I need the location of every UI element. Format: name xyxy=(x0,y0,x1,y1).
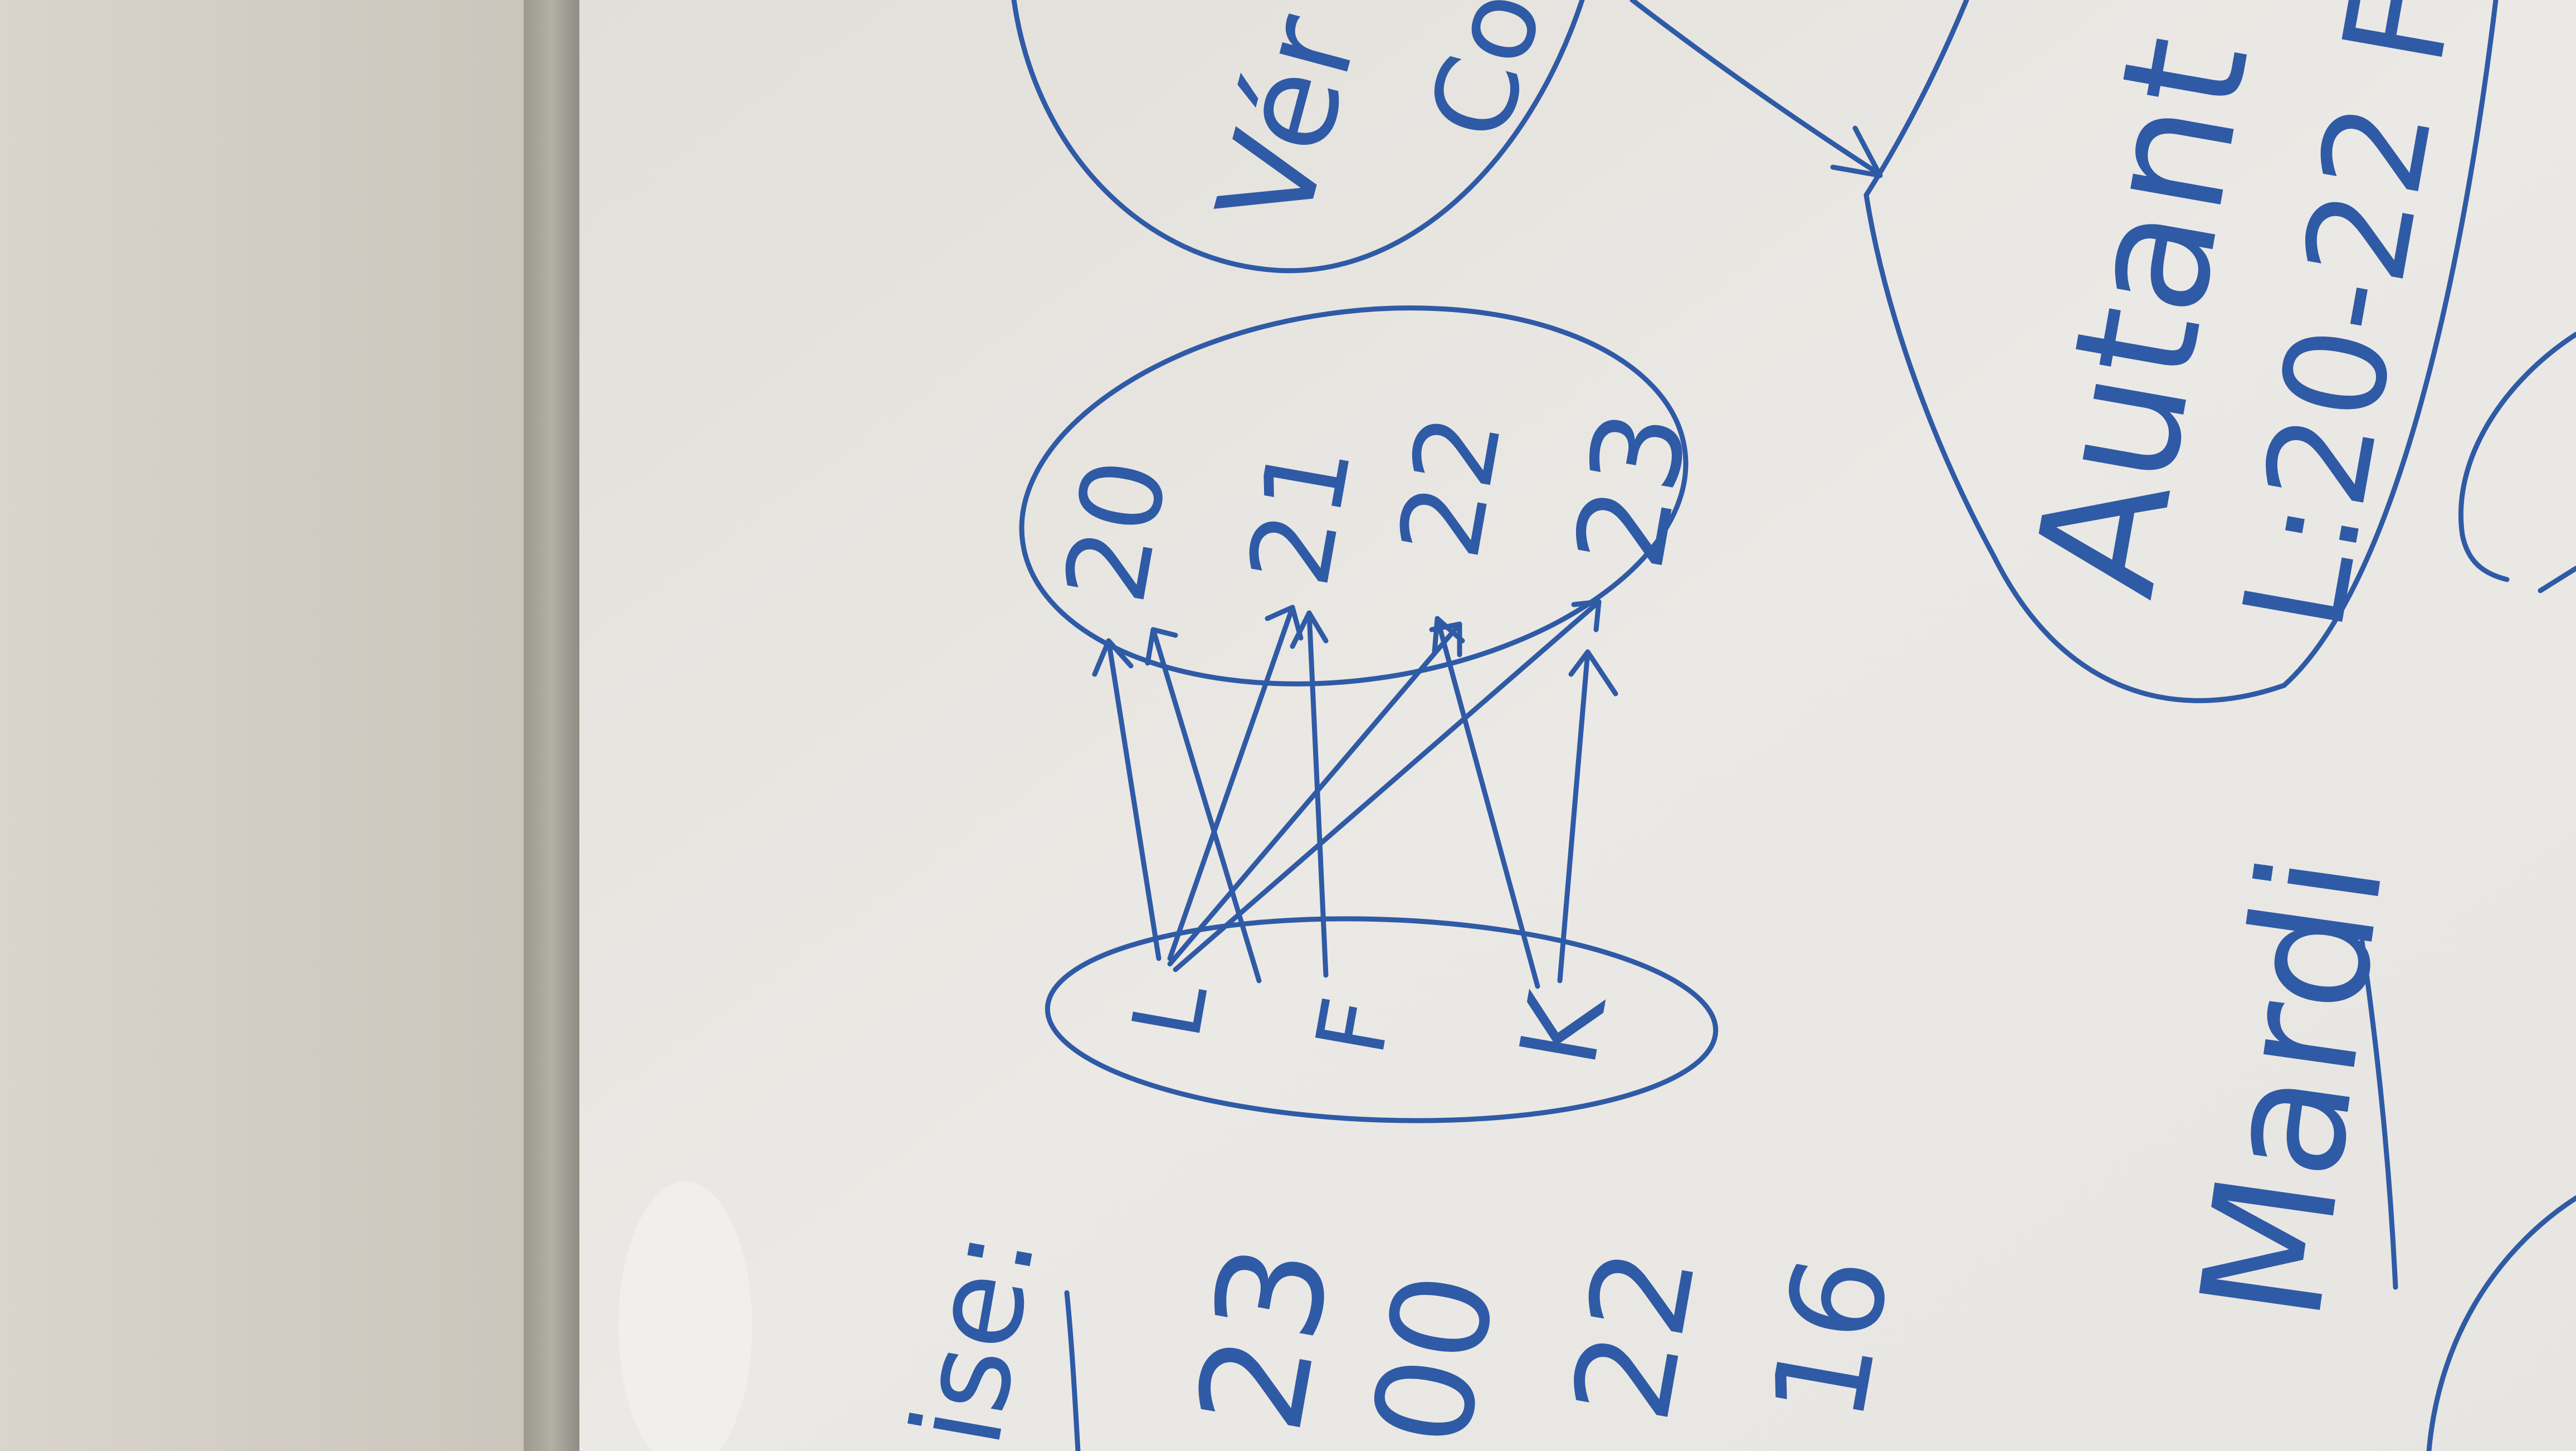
glare xyxy=(618,1181,752,1451)
hour-21: 21 xyxy=(1224,433,1377,595)
arrow-L-20 xyxy=(1106,638,1162,961)
day-label-underline xyxy=(2359,939,2398,1290)
bottom-left-value-4: 16 xyxy=(1744,1245,1919,1432)
right-edge-tick xyxy=(2538,566,2576,593)
arrow-F-21-head xyxy=(1290,610,1329,649)
board-frame xyxy=(524,0,579,1451)
hour-20: 20 xyxy=(1041,450,1193,612)
arrow-F-20-head xyxy=(1145,627,1178,666)
arrow-L-20-head xyxy=(1092,638,1134,677)
bottom-right-ellipse xyxy=(2426,1195,2576,1451)
bottom-left-value-2: 00 xyxy=(1343,1262,1526,1451)
bottom-left-bracket xyxy=(1064,1290,1081,1451)
arrow-F-21 xyxy=(1306,610,1329,978)
arrow-K-23 xyxy=(1557,649,1591,983)
arrow-L-21 xyxy=(1167,605,1295,961)
hour-22: 22 xyxy=(1375,405,1528,567)
arrow-F-20 xyxy=(1150,627,1262,983)
top-right-ellipse xyxy=(1863,0,2499,703)
arrow-L-23-head xyxy=(1571,599,1602,632)
arrow-K-22 xyxy=(1435,616,1540,989)
arrow-L-22 xyxy=(1167,621,1462,967)
arrow-L-21-head xyxy=(1265,605,1304,641)
connector-arrow xyxy=(1629,0,1880,176)
bottom-left-value-1: 23 xyxy=(1167,1233,1364,1444)
hour-23: 23 xyxy=(1548,401,1716,579)
arrow-K-23-head xyxy=(1568,649,1618,697)
people-ellipse xyxy=(1045,916,1719,1123)
connector-branch xyxy=(1863,0,1969,198)
right-edge-ellipse xyxy=(2458,332,2576,582)
hours-ellipse xyxy=(1019,305,1689,686)
arrow-K-22-head xyxy=(1432,616,1465,655)
arrow-L-23 xyxy=(1173,599,1602,972)
bottom-left-value-3: 22 xyxy=(1543,1238,1726,1432)
wall xyxy=(0,0,535,1451)
board-surface xyxy=(579,0,2576,1451)
top-left-ellipse xyxy=(1011,0,1585,274)
